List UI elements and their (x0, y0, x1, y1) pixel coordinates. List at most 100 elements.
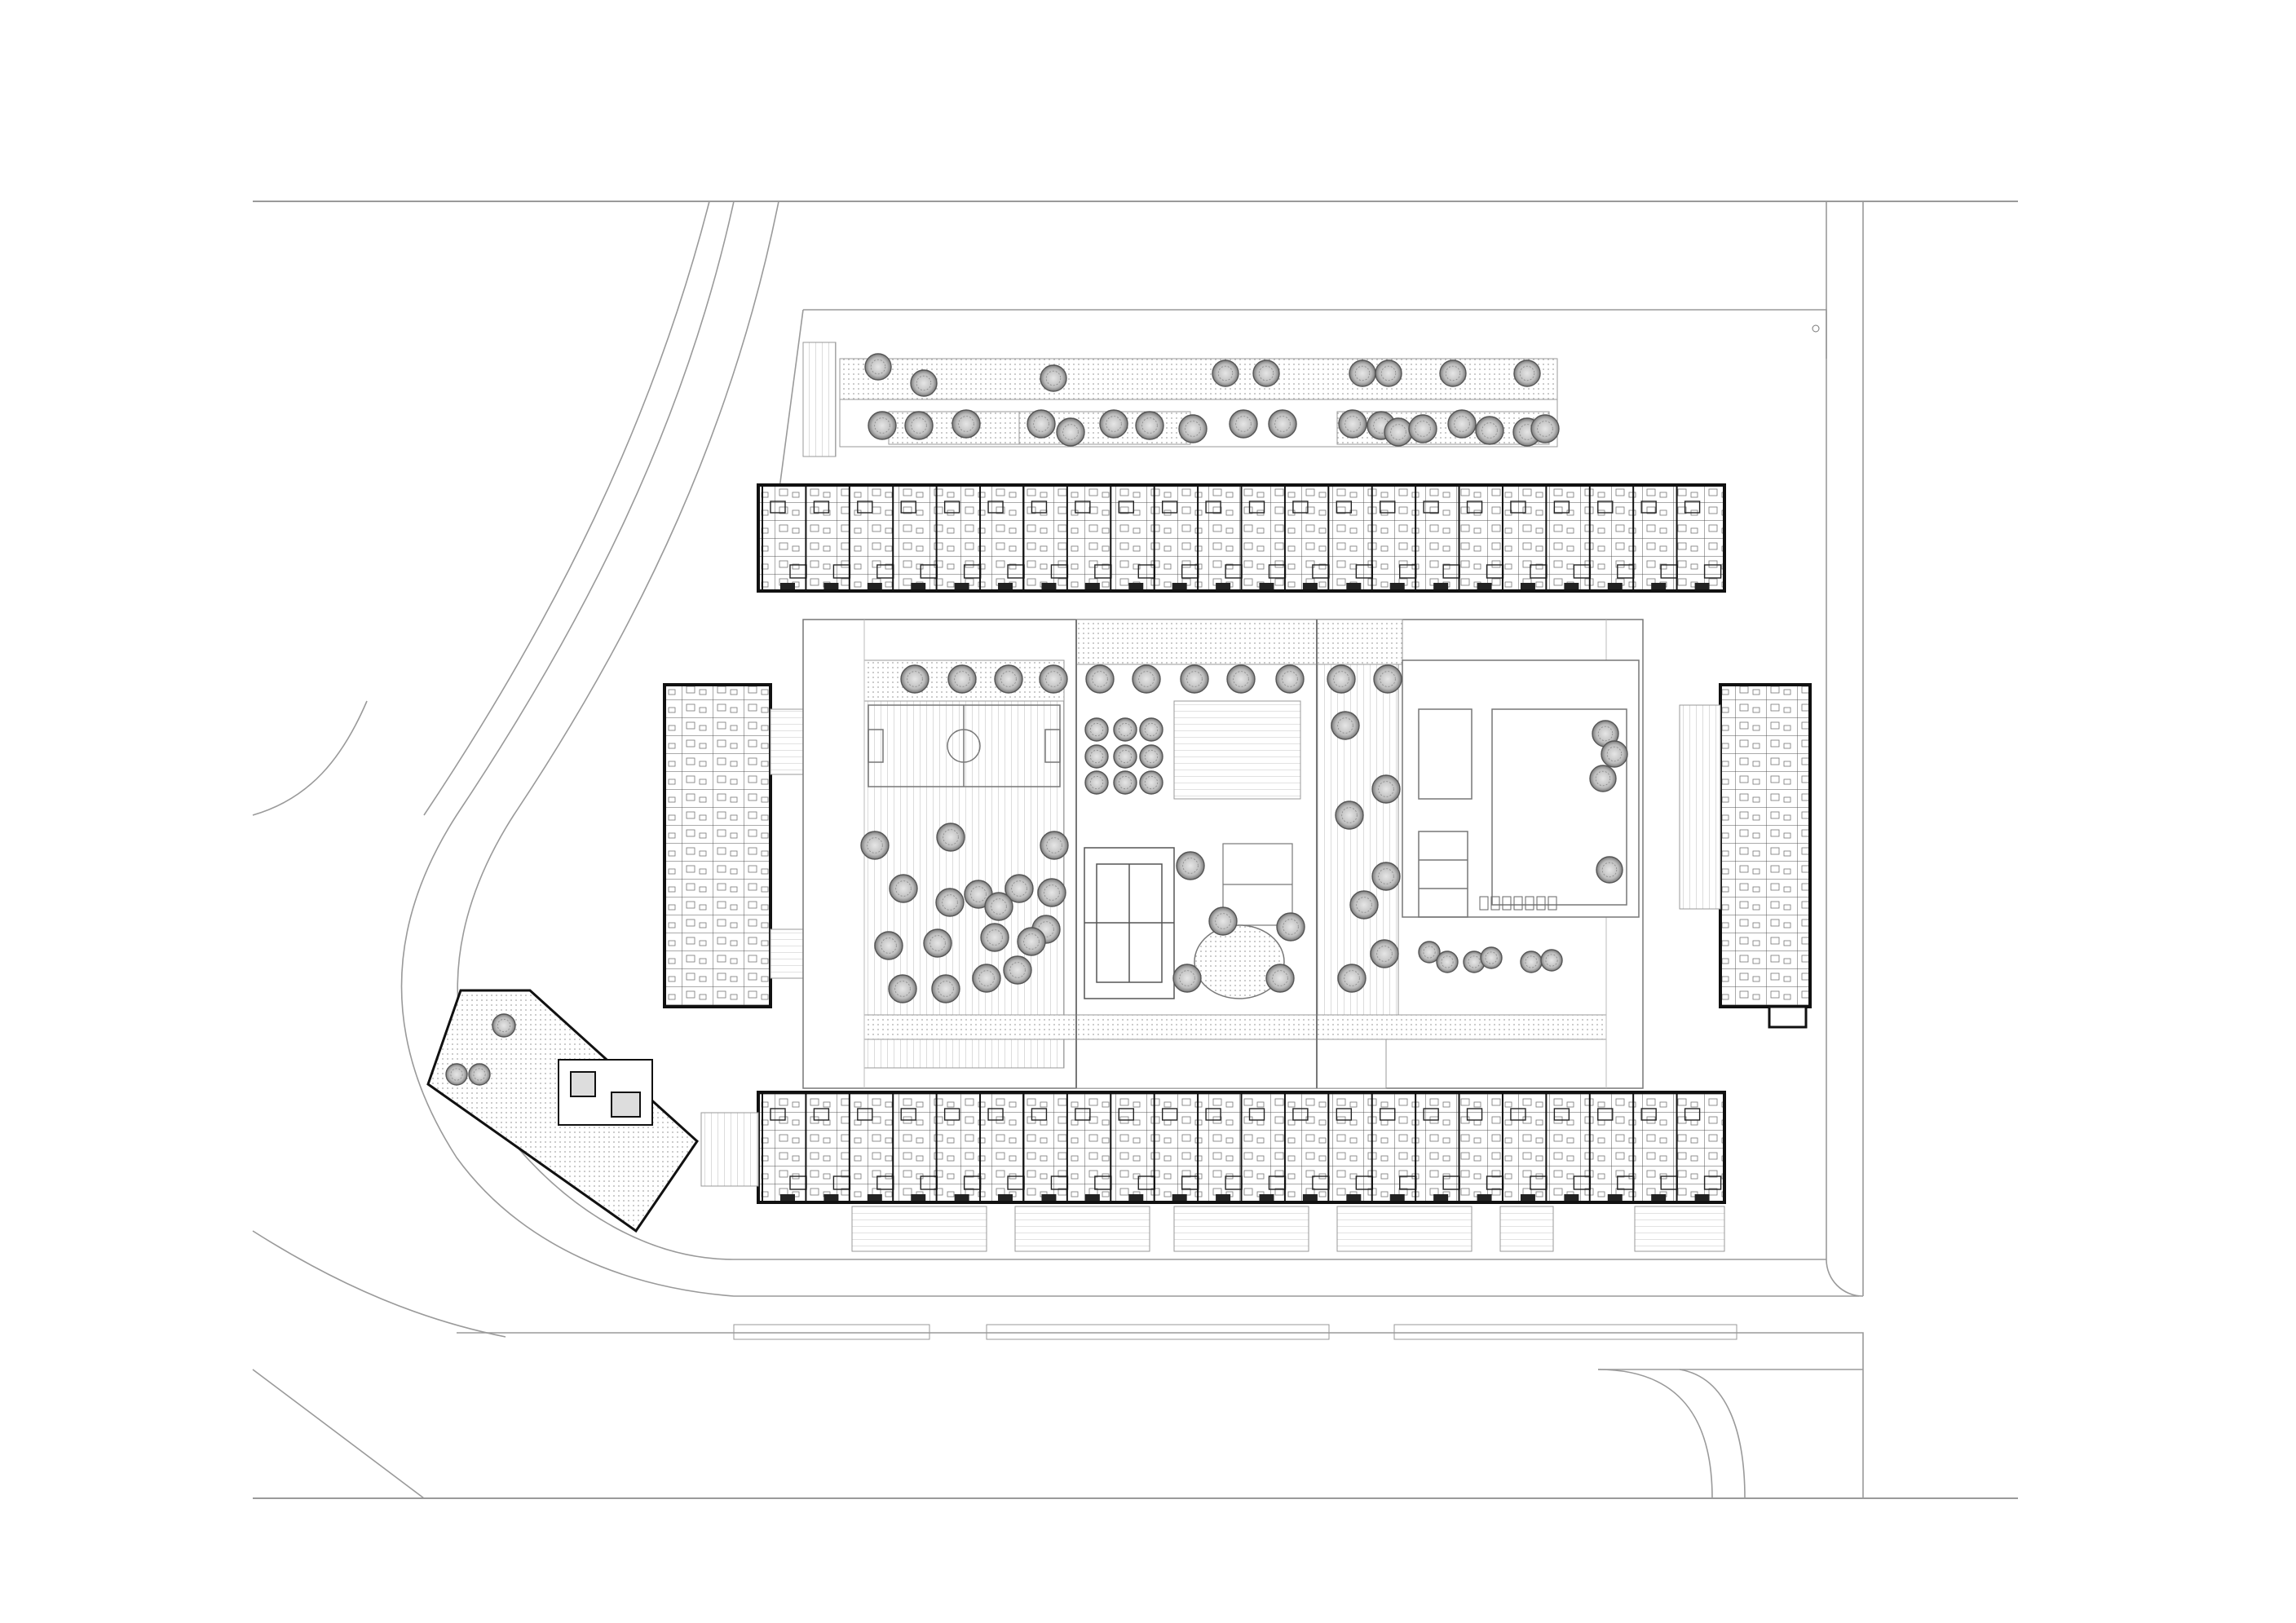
tree (1601, 740, 1628, 768)
tree (1039, 664, 1068, 694)
tree (1017, 927, 1046, 956)
sports-field (868, 704, 1061, 787)
tree (1113, 717, 1137, 742)
tree (1447, 409, 1477, 439)
tree (1268, 409, 1297, 439)
west-residential-block (663, 683, 812, 1008)
tree (1139, 717, 1163, 742)
tree (1480, 946, 1503, 969)
tree (1180, 664, 1209, 694)
tree (1371, 862, 1401, 891)
tree (1132, 664, 1161, 694)
pavilion-building (426, 989, 759, 1233)
courtyard-trees (445, 353, 1628, 1086)
dwelling-unit (1197, 1094, 1243, 1201)
tree (1520, 950, 1543, 973)
tree (1226, 664, 1256, 694)
dwelling-unit (1153, 487, 1199, 589)
tree (1475, 416, 1504, 445)
tree (1371, 774, 1401, 804)
tree (1176, 851, 1205, 880)
tree (1135, 411, 1164, 440)
tree (1229, 409, 1258, 439)
tree (1596, 856, 1623, 884)
tree (1139, 770, 1163, 795)
tree (1439, 359, 1467, 387)
dwelling-unit (1588, 1094, 1635, 1201)
tree (860, 831, 890, 860)
tree (889, 874, 918, 903)
sunbed (1490, 896, 1500, 911)
tree (1337, 964, 1367, 993)
tree (904, 411, 934, 440)
tree (888, 974, 917, 1003)
tree (1003, 955, 1032, 985)
tree (994, 664, 1023, 694)
tree (1252, 359, 1280, 387)
sunbed (1513, 896, 1523, 911)
east-residential-block (1679, 683, 1812, 1029)
sunbed (1536, 896, 1546, 911)
tree (1085, 664, 1115, 694)
tree (1040, 831, 1069, 860)
tree (1338, 409, 1367, 439)
tree (1265, 964, 1295, 993)
sunbed (1502, 896, 1512, 911)
tree (980, 923, 1009, 952)
south-sidewalk-strips (733, 1324, 1737, 1340)
tree (1040, 364, 1067, 392)
dwelling-unit (1676, 1094, 1722, 1201)
tree (1099, 409, 1128, 439)
tree (1513, 359, 1541, 387)
play-court (1222, 843, 1293, 926)
dwelling-unit (1110, 1094, 1155, 1201)
dwelling-unit (805, 1094, 851, 1201)
tree (1037, 878, 1066, 907)
south-parking-bays (851, 1206, 1725, 1252)
tree (1349, 359, 1376, 387)
tree (935, 888, 965, 917)
tree (1349, 890, 1379, 920)
tree (936, 823, 965, 852)
tree (1327, 664, 1356, 694)
tennis-court (1084, 847, 1175, 999)
oval-pond (1194, 924, 1285, 999)
tree (931, 974, 960, 1003)
tree (1056, 417, 1085, 447)
tree (1540, 949, 1563, 972)
sunbed (1479, 896, 1489, 911)
tree (1436, 950, 1459, 973)
tree (1004, 874, 1034, 903)
tree (1335, 800, 1364, 830)
tree (1113, 770, 1137, 795)
tree (910, 369, 938, 397)
tree (874, 931, 903, 960)
tree (468, 1063, 491, 1086)
survey-point (1812, 324, 1820, 333)
south-residential-block (757, 1091, 1726, 1204)
tree (1084, 744, 1109, 769)
tree (492, 1013, 516, 1038)
tree (984, 892, 1013, 921)
dwelling-unit (1415, 487, 1460, 589)
tree (1408, 414, 1437, 443)
tree (1084, 770, 1109, 795)
dwelling-unit (892, 1094, 938, 1201)
dwelling-unit (1676, 487, 1722, 589)
tree (1373, 664, 1402, 694)
tree (1276, 912, 1305, 942)
sunbed (1548, 896, 1557, 911)
tree (1530, 414, 1560, 443)
sunbed (1525, 896, 1534, 911)
dwelling-unit (1371, 487, 1417, 589)
dwelling-unit (1588, 487, 1635, 589)
tree (1139, 744, 1163, 769)
road-curves (252, 201, 1864, 1499)
tree (1275, 664, 1305, 694)
tree (445, 1063, 468, 1086)
tree (1113, 744, 1137, 769)
tree (864, 353, 892, 381)
tree (1370, 939, 1399, 968)
tree (923, 928, 952, 958)
